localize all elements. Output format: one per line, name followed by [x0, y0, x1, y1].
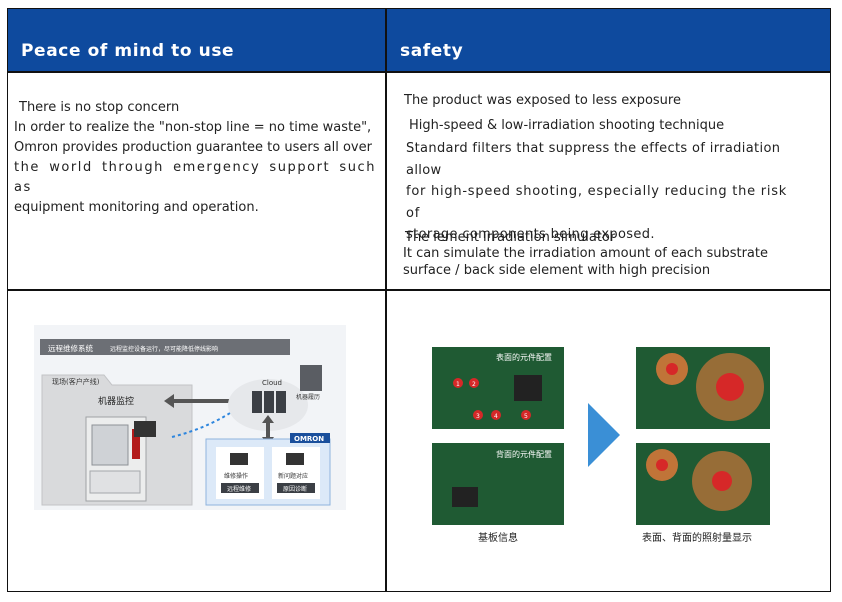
left-title: There is no stop concern [19, 100, 180, 115]
laptop-icon [230, 453, 248, 465]
svg-text:2: 2 [472, 381, 476, 388]
sim-title: The lement irradiation simulator [405, 230, 616, 245]
sim-body: It can simulate the irradiation amount o… [403, 245, 768, 279]
front-label: 表面的元件配置 [496, 352, 552, 362]
laptop2-label: 新问题对应 [278, 472, 308, 480]
row-divider [7, 289, 831, 291]
server-icon [300, 365, 322, 391]
left-body: In order to realize the "non-stop line =… [14, 118, 376, 218]
left-header: Peace of mind to use [8, 9, 385, 72]
left-body-line: equipment monitoring and operation. [14, 200, 259, 215]
right-body-line: for high-speed shooting, especially redu… [406, 184, 788, 221]
right-subtitle: High-speed & low-irradiation shooting te… [409, 118, 725, 133]
svg-text:3: 3 [476, 413, 480, 420]
table-border [7, 8, 831, 592]
cloud-label: Cloud [262, 379, 282, 387]
arrow-right-icon [588, 403, 620, 467]
laptop1-label: 维修操作 [224, 472, 248, 480]
right-header: safety [387, 9, 830, 72]
sim-body-line: It can simulate the irradiation amount o… [403, 246, 768, 261]
back-board [432, 443, 564, 525]
laptop-icon [286, 453, 304, 465]
laptop1-btn: 远程维修 [227, 485, 251, 493]
laptop2-btn: 原因诊断 [283, 485, 307, 493]
sim-body-line: surface / back side element with high pr… [403, 263, 711, 278]
header-divider [7, 71, 831, 73]
svg-text:5: 5 [524, 413, 528, 420]
right-body: Standard filters that suppress the effec… [406, 138, 802, 246]
remote-maintenance-diagram: 远程维修系统 远程监控设备运行，尽可能降低停线影响 现场(客户产线) 机器监控 … [34, 325, 346, 510]
column-divider [385, 8, 387, 592]
site-label: 现场(客户产线) [52, 377, 100, 386]
back-label: 背面的元件配置 [496, 449, 552, 459]
left-body-line: In order to realize the "non-stop line =… [14, 120, 372, 135]
left-body-line: the world through emergency support such… [14, 160, 376, 195]
banner-text: 远程维修系统 [48, 343, 93, 353]
caption-left: 基板信息 [478, 531, 518, 544]
svg-text:4: 4 [494, 413, 498, 420]
left-header-text: Peace of mind to use [21, 41, 235, 61]
banner-bar [40, 339, 290, 355]
left-body-line: Omron provides production guarantee to u… [14, 140, 372, 155]
omron-logo: OMRON [294, 435, 324, 443]
banner-sub: 远程监控设备运行，尽可能降低停线影响 [110, 345, 218, 353]
right-intro: The product was exposed to less exposure [404, 93, 681, 108]
monitor-label: 机器监控 [98, 395, 134, 407]
right-header-text: safety [400, 41, 464, 61]
server-label: 机器履历 [296, 393, 320, 401]
caption-right: 表面、背面的照射量显示 [642, 531, 752, 544]
svg-text:1: 1 [456, 381, 460, 388]
right-body-line: Standard filters that suppress the effec… [406, 141, 781, 178]
right-body-line: storage components being exposed. [406, 227, 655, 242]
irradiation-simulator-diagram: 表面的元件配置 1 2 3 4 5 背面的元件配置 基板信息 表面、背面的照射量… [432, 347, 770, 544]
